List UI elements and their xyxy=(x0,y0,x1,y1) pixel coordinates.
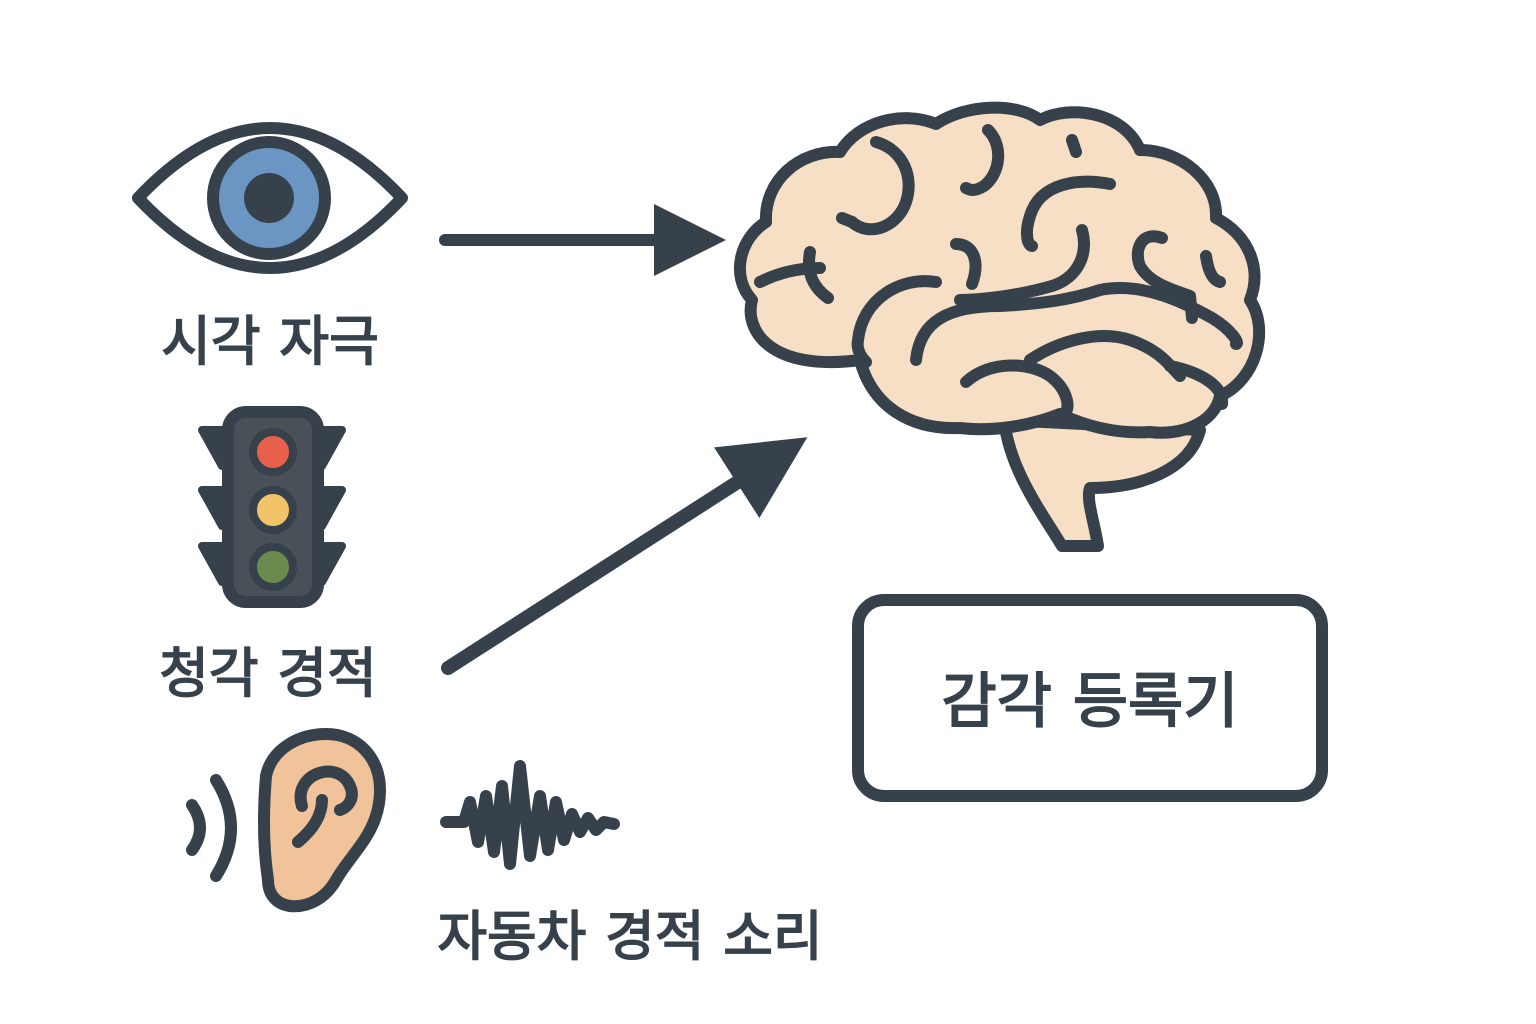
sound-waveform-icon xyxy=(440,760,620,870)
car-horn-sound-label: 자동차 경적 소리 xyxy=(437,905,822,968)
auditory-warning-label: 청각 경적 xyxy=(159,642,377,705)
traffic-light-icon xyxy=(198,406,346,608)
traffic-light-green xyxy=(249,543,297,591)
traffic-light-yellow xyxy=(249,486,297,534)
sensory-register-label: 감각 등록기 xyxy=(942,667,1239,737)
brain-icon xyxy=(733,101,1266,552)
visual-stimulus-label: 시각 자극 xyxy=(161,310,379,373)
eye-icon xyxy=(132,122,408,274)
sound-waves-icon xyxy=(186,774,237,882)
auditory-to-brain-arrow xyxy=(441,437,808,675)
eye-pupil xyxy=(244,173,294,223)
traffic-light-red xyxy=(249,428,297,476)
sensory-register-box: 감각 등록기 xyxy=(852,594,1328,802)
ear-icon xyxy=(258,728,386,913)
sensory-register-frame xyxy=(852,594,1328,802)
